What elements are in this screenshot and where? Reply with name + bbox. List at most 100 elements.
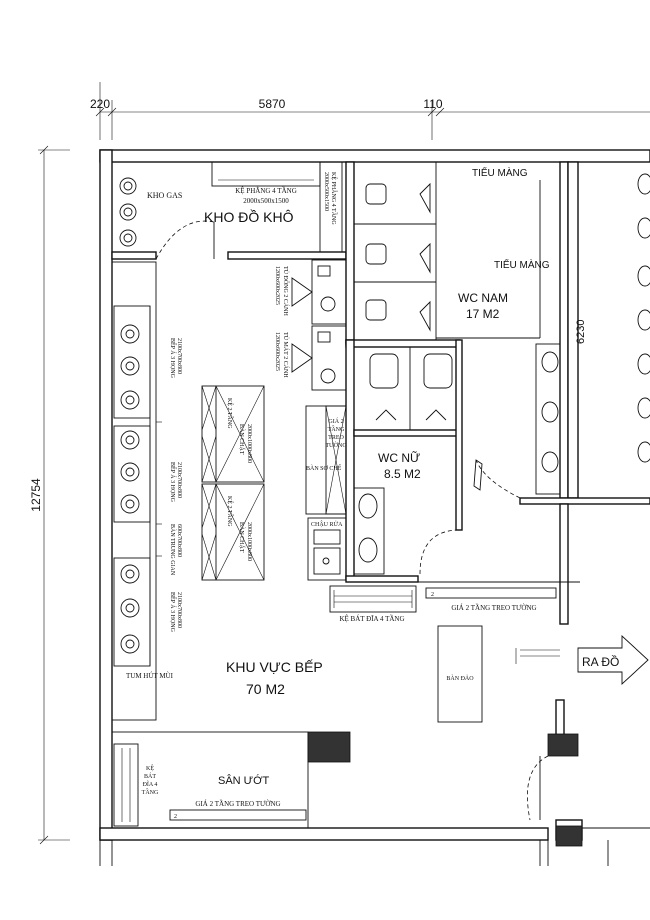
dim-6230: 6230 bbox=[575, 320, 587, 344]
gia-2-tang-right-label: GIÁ 2 TẦNG TREO TƯỜNG bbox=[451, 604, 536, 612]
wc-nam-area: 17 M2 bbox=[466, 307, 500, 321]
tieu-mang-label-2: TIỂU MÀNG bbox=[494, 258, 550, 271]
ban-dao-label: BÀN ĐẢO bbox=[446, 674, 474, 682]
tieu-mang-label-1: TIỂU MÀNG bbox=[472, 166, 528, 179]
dim-110: 110 bbox=[423, 97, 442, 111]
ra-do-label: RA ĐỒ bbox=[582, 654, 619, 669]
ke-bat-dia-label: KỆ BÁT ĐĨA 4 TẦNG bbox=[339, 615, 404, 623]
island-area: 2 GIÁ 2 TẦNG TREO TƯỜNG BÀN ĐẢO bbox=[425, 587, 583, 847]
ke-bat-dia-left-4: TẦNG bbox=[142, 788, 159, 796]
door-swing-icon bbox=[475, 459, 521, 499]
freezer-icon bbox=[311, 259, 347, 325]
stove-line: BẾP Á 3 HỌNG 2100x700x800 BẾP Á 3 HỌNG 2… bbox=[111, 261, 182, 721]
ke-phang-label: KỆ PHẲNG 4 TẦNG bbox=[235, 187, 297, 195]
svg-text:TƯỜNG: TƯỜNG bbox=[325, 441, 347, 449]
right-partial-room bbox=[637, 173, 650, 463]
toilet-icon bbox=[365, 299, 387, 321]
ban-dao-table bbox=[437, 625, 483, 723]
column-icon bbox=[547, 733, 579, 757]
kho-do-kho-label: KHO ĐỒ KHÔ bbox=[204, 208, 294, 225]
ke-2-tang-label-2: KỆ 2 TẦNG bbox=[226, 496, 234, 527]
ban-chat-size-1: 2000x1000x800 bbox=[246, 424, 252, 463]
kho-gas-label: KHO GAS bbox=[147, 191, 182, 200]
toilet-icon bbox=[369, 353, 399, 389]
toilet-icon bbox=[365, 183, 387, 205]
bep-a-size-3: 2100x700x800 bbox=[176, 592, 182, 628]
tu-dong-size: 1200x600x2025 bbox=[274, 266, 280, 305]
column-icon bbox=[307, 731, 351, 763]
sink-icon bbox=[541, 401, 559, 423]
wc-nam-area: TIỂU MÀNG TIỂU MÀNG WC NAM 17 M2 6230 bbox=[354, 166, 587, 495]
column-icon bbox=[555, 825, 583, 847]
bep-a-label-2: BẾP Á 3 HỌNG bbox=[169, 462, 177, 503]
ke-2-tang-label-1: KỆ 2 TẦNG bbox=[226, 398, 234, 429]
wc-nu-area: WC NỮ 8.5 M2 bbox=[353, 347, 521, 575]
sink-icon bbox=[541, 451, 559, 473]
ke-bat-dia-left-3: ĐĨA 4 bbox=[143, 780, 158, 788]
top-dimension-line: 220 5870 110 bbox=[90, 82, 650, 140]
bep-a-size-2: 2100x700x800 bbox=[176, 462, 182, 498]
bep-a-label-3: BẾP Á 3 HỌNG bbox=[169, 592, 177, 633]
ke-phang-size: 2000x500x1500 bbox=[243, 197, 289, 205]
door-swing-icon bbox=[419, 529, 461, 575]
sink-icon bbox=[541, 351, 559, 373]
exit-arrow: RA ĐỒ bbox=[577, 634, 649, 686]
tum-hut-mui-label: TUM HÚT MÙI bbox=[126, 672, 174, 680]
kho-gas-area: KHO GAS bbox=[119, 177, 215, 260]
ke-phang-v-label: KỆ PHẲNG 4 TẦNG bbox=[330, 172, 338, 225]
tu-mat-size: 1200x600x2025 bbox=[274, 332, 280, 371]
svg-text:2: 2 bbox=[174, 814, 177, 820]
door-swing-icon bbox=[155, 220, 215, 260]
stove-burner-icon bbox=[113, 557, 151, 667]
wc-nu-sink-counter bbox=[353, 487, 385, 575]
door-swing-icon bbox=[527, 755, 549, 821]
ban-chat-label-1: BÀN CHẶT bbox=[238, 424, 246, 455]
toilet-icon bbox=[423, 353, 453, 389]
dim-12754: 12754 bbox=[29, 478, 43, 512]
dish-rack-left bbox=[113, 743, 139, 827]
sink-icon bbox=[307, 517, 347, 581]
ban-chat-table-1 bbox=[201, 385, 265, 483]
ban-chat-label-2: BÀN CHẶT bbox=[238, 522, 246, 553]
ban-trung-gian-label: BÀN TRUNG GIAN bbox=[169, 524, 177, 576]
chau-rua-label: CHẬU RỬA bbox=[311, 520, 343, 528]
prep-area: GIÁ 2 TẦNG TREO TƯỜNG BÀN SƠ CHẾ CHẬU RỬ… bbox=[305, 405, 347, 581]
svg-text:TẦNG: TẦNG bbox=[328, 425, 345, 433]
khu-vuc-bep-label: KHU VỰC BẾP bbox=[226, 659, 323, 675]
ke-phang-v-size: 2000x500x1500 bbox=[323, 172, 329, 211]
ke-bat-dia-left-1: KỆ bbox=[146, 764, 154, 772]
tu-dong-label: TỦ ĐÔNG 2 CÁNH bbox=[282, 266, 290, 316]
gas-cylinder-icon bbox=[119, 177, 137, 247]
ban-chat-size-2: 2000x1000x800 bbox=[246, 522, 252, 561]
stove-burner-icon bbox=[113, 305, 151, 419]
arrow-right-icon bbox=[577, 634, 649, 686]
chopping-tables: KỆ 2 TẦNG BÀN CHẶT 2000x1000x800 KỆ 2 TẦ… bbox=[201, 385, 265, 581]
ke-phang-shelf bbox=[211, 161, 321, 187]
sink-icon bbox=[358, 493, 378, 519]
wc-nam-sink-counter bbox=[535, 343, 561, 495]
ban-so-che-label: BÀN SƠ CHẾ bbox=[306, 464, 342, 472]
toilet-icon bbox=[365, 243, 387, 265]
wc-nu-area: 8.5 M2 bbox=[384, 467, 421, 481]
ke-phang-vertical-shelf bbox=[319, 161, 343, 253]
outer-walls bbox=[99, 149, 650, 866]
svg-text:TREO: TREO bbox=[328, 435, 344, 441]
dim-220: 220 bbox=[90, 97, 110, 111]
gia-2-tang-treo-line1: GIÁ 2 bbox=[328, 417, 343, 425]
san-uot-area: KỆ BÁT ĐĨA 4 TẦNG SÂN ƯỚT 2 GIÁ 2 TẦNG T… bbox=[111, 731, 351, 829]
dish-rack-bottom: KỆ BÁT ĐĨA 4 TẦNG bbox=[329, 585, 417, 623]
dim-5870: 5870 bbox=[259, 97, 286, 111]
left-dimension-line: 12754 bbox=[29, 145, 70, 845]
ban-trung-gian-size: 600x700x800 bbox=[176, 524, 182, 557]
khu-vuc-bep-area: 70 M2 bbox=[246, 681, 285, 697]
tu-mat-label: TỦ MÁT 2 CÁNH bbox=[282, 332, 290, 378]
san-uot-label: SÂN ƯỚT bbox=[218, 774, 269, 787]
ke-bat-dia-left-2: BÁT bbox=[144, 772, 156, 780]
sink-icon bbox=[358, 537, 378, 563]
gia-2-tang-bottom-label: GIÁ 2 TẦNG TREO TƯỜNG bbox=[195, 800, 280, 808]
svg-text:2: 2 bbox=[431, 592, 434, 598]
fridge-area: TỦ ĐÔNG 2 CÁNH 1200x600x2025 TỦ MÁT 2 CÁ… bbox=[274, 259, 347, 391]
wc-nam-label: WC NAM bbox=[458, 291, 508, 305]
refrigerator-icon bbox=[311, 325, 347, 391]
